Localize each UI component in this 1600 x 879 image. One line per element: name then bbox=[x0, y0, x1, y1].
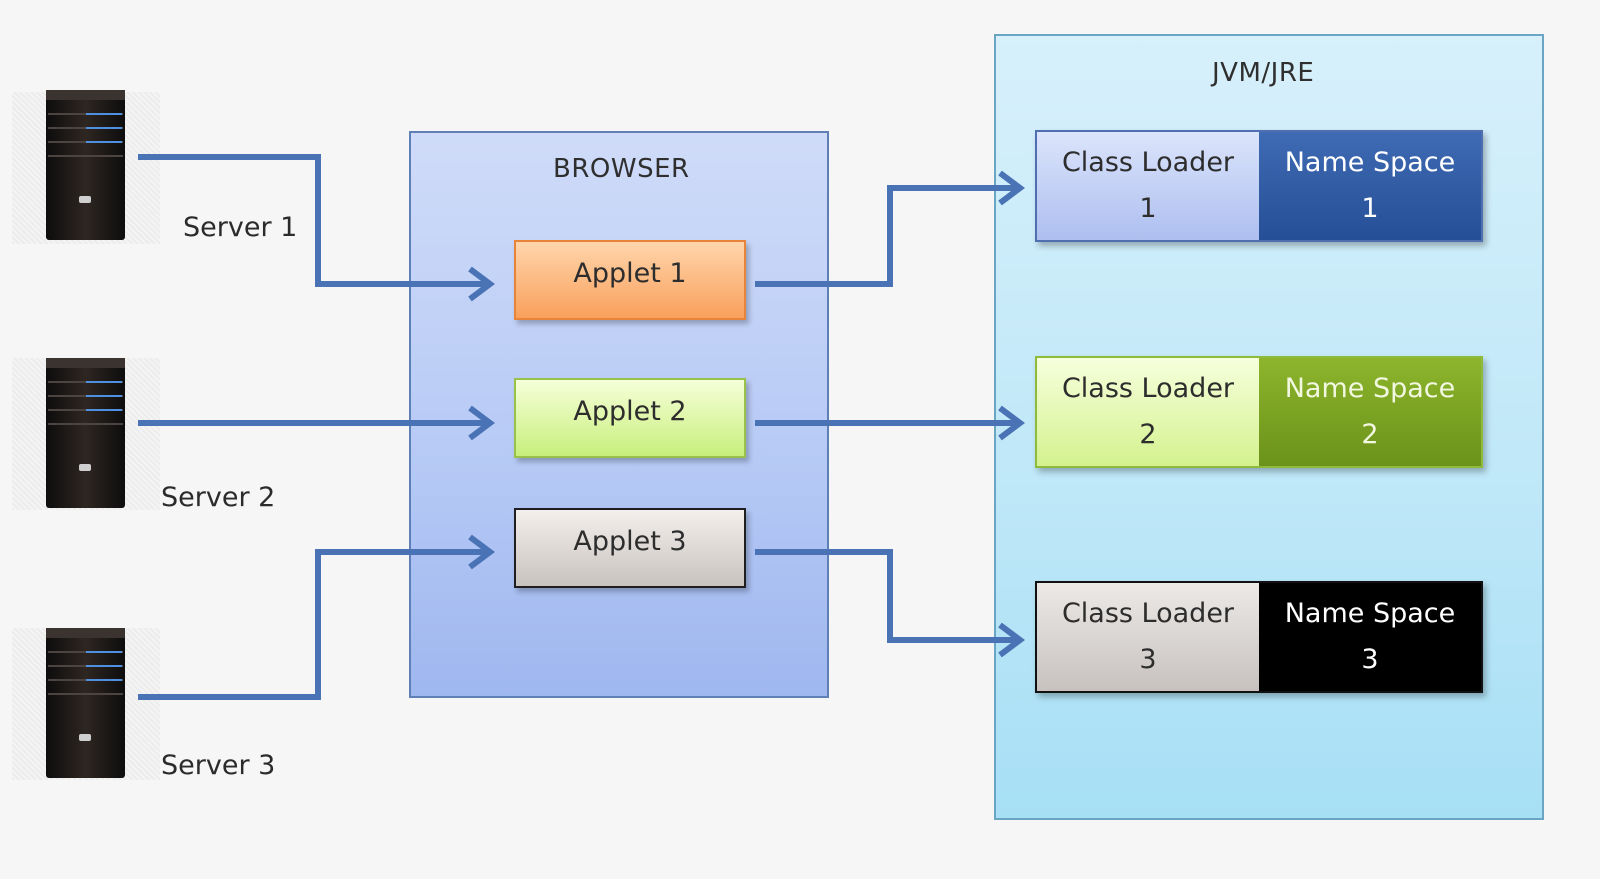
class-loader-2-line1: Class Loader bbox=[1061, 373, 1235, 404]
applet-2-box: Applet 2 bbox=[514, 378, 746, 458]
applet-3-box: Applet 3 bbox=[514, 508, 746, 588]
class-loader-pair-1: Class Loader 1 Name Space 1 bbox=[1035, 130, 1483, 242]
arrow-server1-to-applet1 bbox=[138, 154, 488, 287]
name-space-1-line1: Name Space bbox=[1284, 147, 1456, 178]
server-2-label: Server 2 bbox=[161, 482, 276, 513]
class-loader-1: Class Loader 1 bbox=[1037, 132, 1259, 240]
arrow-applet2-to-loader2-head bbox=[998, 405, 1025, 441]
class-loader-3-line1: Class Loader bbox=[1061, 598, 1235, 629]
name-space-3-line1: Name Space bbox=[1284, 598, 1456, 629]
arrow-applet3-to-loader3-head bbox=[998, 622, 1025, 658]
class-loader-1-line1: Class Loader bbox=[1061, 147, 1235, 178]
server-3-label: Server 3 bbox=[161, 750, 276, 781]
arrow-server3-to-applet3 bbox=[138, 549, 488, 700]
class-loader-3: Class Loader 3 bbox=[1037, 583, 1259, 691]
server-1-icon bbox=[46, 90, 125, 240]
name-space-1: Name Space 1 bbox=[1259, 132, 1481, 240]
server-1-label: Server 1 bbox=[183, 212, 298, 243]
class-loader-2: Class Loader 2 bbox=[1037, 358, 1259, 466]
applet-2-label: Applet 2 bbox=[573, 396, 687, 427]
name-space-2-line2: 2 bbox=[1361, 419, 1379, 450]
applet-3-label: Applet 3 bbox=[573, 526, 687, 557]
arrow-applet3-to-loader3 bbox=[755, 549, 1018, 643]
arrow-applet1-to-loader1 bbox=[755, 185, 1018, 287]
name-space-1-line2: 1 bbox=[1361, 193, 1379, 224]
arrow-applet1-to-loader1-head bbox=[998, 170, 1025, 206]
name-space-3-line2: 3 bbox=[1361, 644, 1379, 675]
applet-1-box: Applet 1 bbox=[514, 240, 746, 320]
server-3-icon bbox=[46, 628, 125, 778]
arrow-server3-to-applet3-head bbox=[468, 534, 495, 570]
browser-title: BROWSER bbox=[553, 154, 690, 184]
class-loader-1-line2: 1 bbox=[1139, 193, 1157, 224]
arrow-server1-to-applet1-head bbox=[468, 266, 495, 302]
name-space-2: Name Space 2 bbox=[1259, 358, 1481, 466]
class-loader-3-line2: 3 bbox=[1139, 644, 1157, 675]
name-space-2-line1: Name Space bbox=[1284, 373, 1456, 404]
server-2-icon bbox=[46, 358, 125, 508]
class-loader-pair-3: Class Loader 3 Name Space 3 bbox=[1035, 581, 1483, 693]
arrow-server2-to-applet2-head bbox=[468, 405, 495, 441]
class-loader-pair-2: Class Loader 2 Name Space 2 bbox=[1035, 356, 1483, 468]
applet-1-label: Applet 1 bbox=[573, 258, 687, 289]
jvm-title: JVM/JRE bbox=[1212, 58, 1315, 88]
class-loader-2-line2: 2 bbox=[1139, 419, 1157, 450]
name-space-3: Name Space 3 bbox=[1259, 583, 1481, 691]
